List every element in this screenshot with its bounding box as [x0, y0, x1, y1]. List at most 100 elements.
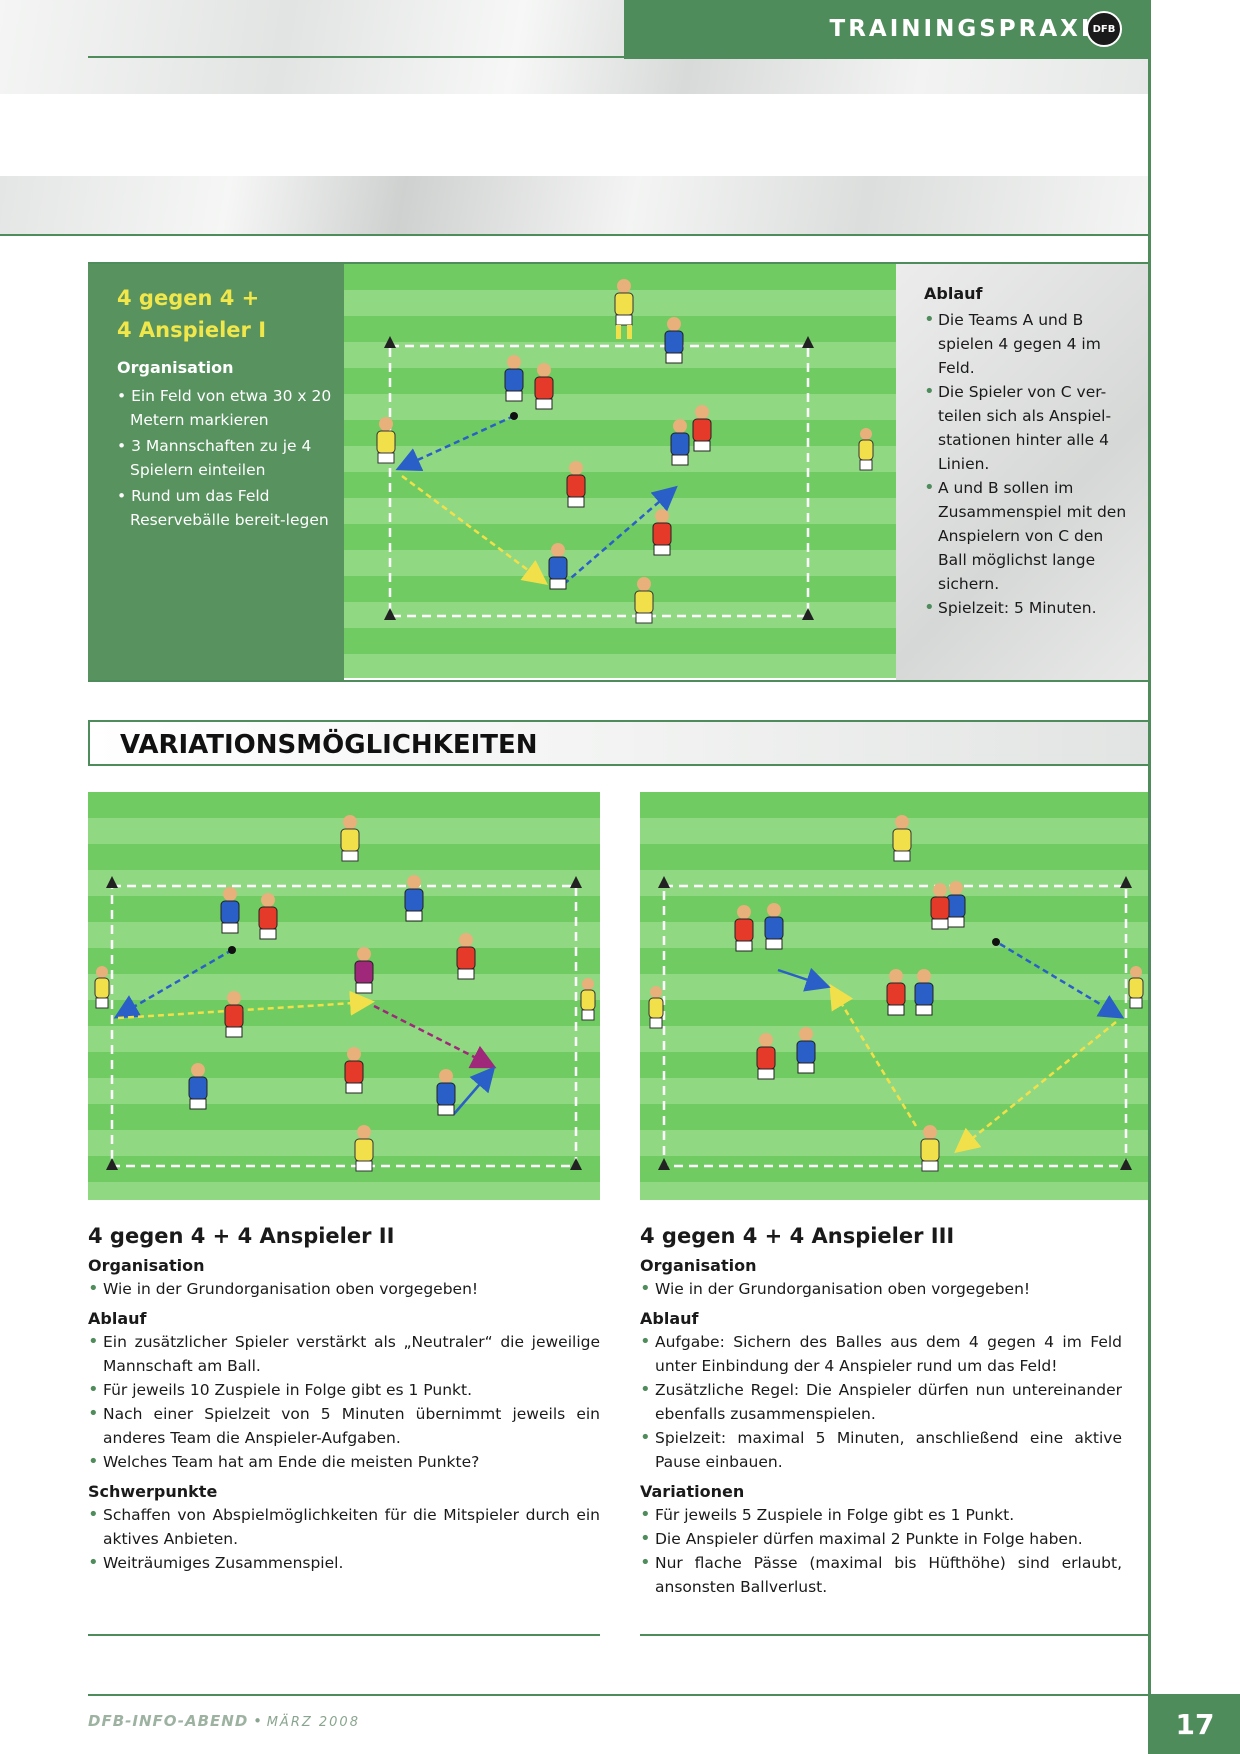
pass-arrow-purple	[373, 1004, 497, 1069]
cone-marker	[658, 876, 1132, 1170]
column-rule	[88, 1634, 600, 1636]
pass-arrow-blue	[999, 942, 1125, 1019]
organisation-list: Wie in der Grundorganisation oben vorgeg…	[88, 1277, 600, 1301]
player-yellow	[614, 279, 634, 339]
variations-heading: VARIATIONSMÖGLICHKEITEN	[120, 730, 538, 760]
variation-3-field-diagram	[640, 792, 1150, 1200]
list-item: Nach einer Spielzeit von 5 Minuten übern…	[88, 1402, 600, 1450]
ablauf-list: Die Teams A und B spielen 4 gegen 4 im F…	[924, 308, 1128, 620]
list-item: Weiträumiges Zusammenspiel.	[88, 1551, 600, 1575]
player-red	[534, 363, 554, 410]
publication-name: DFB-INFO-ABEND	[88, 1712, 249, 1730]
pass-arrow-blue	[395, 414, 515, 472]
header-title-bar	[624, 0, 1150, 59]
player-yellow	[892, 815, 912, 862]
list-item: Ein Feld von etwa 30 x 20 Metern markier…	[117, 384, 337, 432]
ablauf-list: Ein zusätzlicher Spieler verstärkt als „…	[88, 1330, 600, 1474]
cone-marker	[106, 876, 582, 1170]
player-red	[566, 461, 586, 508]
variation-2-title: 4 gegen 4 + 4 Anspieler II	[88, 1224, 395, 1248]
page-number: 17	[1150, 1694, 1240, 1754]
player-blue	[548, 543, 568, 590]
pass-arrow-yellow	[829, 983, 918, 1127]
player-yellow	[920, 1125, 940, 1172]
schwerpunkte-list: Schaffen von Abspielmöglichkeiten für di…	[88, 1503, 600, 1575]
rule-lower	[0, 234, 1150, 236]
right-margin-rule	[1148, 0, 1151, 1754]
footer-publication: DFB-INFO-ABEND • MÄRZ 2008	[88, 1712, 360, 1730]
pass-arrow-yellow	[401, 474, 549, 585]
field-boundary	[388, 344, 810, 618]
list-item: Rund um das Feld Reservebälle bereit-leg…	[117, 484, 337, 532]
list-item: Schaffen von Abspielmöglichkeiten für di…	[88, 1503, 600, 1551]
player-red	[258, 893, 278, 940]
player-blue	[504, 355, 524, 402]
ablauf-heading: Ablauf	[88, 1309, 147, 1328]
ablauf-list: Aufgabe: Sichern des Balles aus dem 4 ge…	[640, 1330, 1122, 1474]
ball	[992, 938, 1000, 946]
list-item: Die Spieler von C ver-teilen sich als An…	[924, 380, 1128, 476]
organisation-heading: Organisation	[640, 1256, 757, 1275]
ball	[510, 412, 518, 420]
list-item: Spielzeit: 5 Minuten.	[924, 596, 1128, 620]
player-red	[344, 1047, 364, 1094]
player-yellow	[580, 978, 596, 1021]
field-boundary	[110, 884, 578, 1168]
player-blue	[220, 887, 240, 934]
player-blue	[946, 881, 966, 928]
list-item: Die Anspieler dürfen maximal 2 Punkte in…	[640, 1527, 1122, 1551]
player-blue	[670, 419, 690, 466]
player-red	[456, 933, 476, 980]
player-neutral-purple	[354, 947, 374, 994]
player-blue	[188, 1063, 208, 1110]
section-title: TRAININGSPRAXIS	[829, 16, 1112, 42]
ablauf-heading: Ablauf	[640, 1309, 699, 1328]
main-drill-organisation-panel: 4 gegen 4 +4 Anspieler I Organisation Ei…	[88, 264, 344, 680]
player-blue	[796, 1027, 816, 1074]
organisation-heading: Organisation	[117, 358, 234, 377]
player-red	[652, 509, 672, 556]
list-item: A und B sollen im Zusammenspiel mit den …	[924, 476, 1128, 596]
player-yellow	[1128, 966, 1144, 1009]
pass-arrow-blue	[563, 485, 678, 585]
variations-heading-box: VARIATIONSMÖGLICHKEITEN	[88, 720, 1150, 766]
list-item: Welches Team hat am Ende die meisten Pun…	[88, 1450, 600, 1474]
player-red	[224, 991, 244, 1038]
player-blue	[914, 969, 934, 1016]
player-blue	[436, 1069, 456, 1116]
footer-separator: •	[253, 1712, 267, 1730]
list-item: Spielzeit: maximal 5 Minuten, anschließe…	[640, 1426, 1122, 1474]
player-red	[734, 905, 754, 952]
player-red	[930, 883, 950, 930]
player-red	[886, 969, 906, 1016]
player-yellow	[634, 577, 654, 624]
player-blue	[404, 875, 424, 922]
list-item: Zusätzliche Regel: Die Anspieler dürfen …	[640, 1378, 1122, 1426]
player-yellow	[340, 815, 360, 862]
decorative-band	[0, 176, 1150, 236]
list-item: 3 Mannschaften zu je 4 Spielern einteile…	[117, 434, 337, 482]
ball	[228, 946, 236, 954]
variationen-heading: Variationen	[640, 1482, 745, 1501]
list-item: Ein zusätzlicher Spieler verstärkt als „…	[88, 1330, 600, 1378]
column-rule	[640, 1634, 1150, 1636]
list-item: Wie in der Grundorganisation oben vorgeg…	[88, 1277, 600, 1301]
pass-arrow-blue	[777, 967, 831, 992]
pass-arrow-yellow	[117, 990, 375, 1020]
player-yellow	[354, 1125, 374, 1172]
player-blue	[664, 317, 684, 364]
player-red	[756, 1033, 776, 1080]
pass-arrow-yellow	[954, 1021, 1117, 1154]
player-red	[692, 405, 712, 452]
list-item: Für jeweils 10 Zuspiele in Folge gibt es…	[88, 1378, 600, 1402]
variation-2-field-diagram	[88, 792, 600, 1200]
variationen-list: Für jeweils 5 Zuspiele in Folge gibt es …	[640, 1503, 1122, 1599]
variation-3-text: 4 gegen 4 + 4 Anspieler III Organisation…	[640, 1224, 1122, 1599]
organisation-list: Wie in der Grundorganisation oben vorgeg…	[640, 1277, 1122, 1301]
pass-arrow-blue	[453, 1066, 496, 1115]
field-boundary	[662, 884, 1128, 1168]
player-yellow	[858, 428, 874, 471]
list-item: Für jeweils 5 Zuspiele in Folge gibt es …	[640, 1503, 1122, 1527]
schwerpunkte-heading: Schwerpunkte	[88, 1482, 218, 1501]
pass-arrow-blue	[113, 948, 233, 1019]
